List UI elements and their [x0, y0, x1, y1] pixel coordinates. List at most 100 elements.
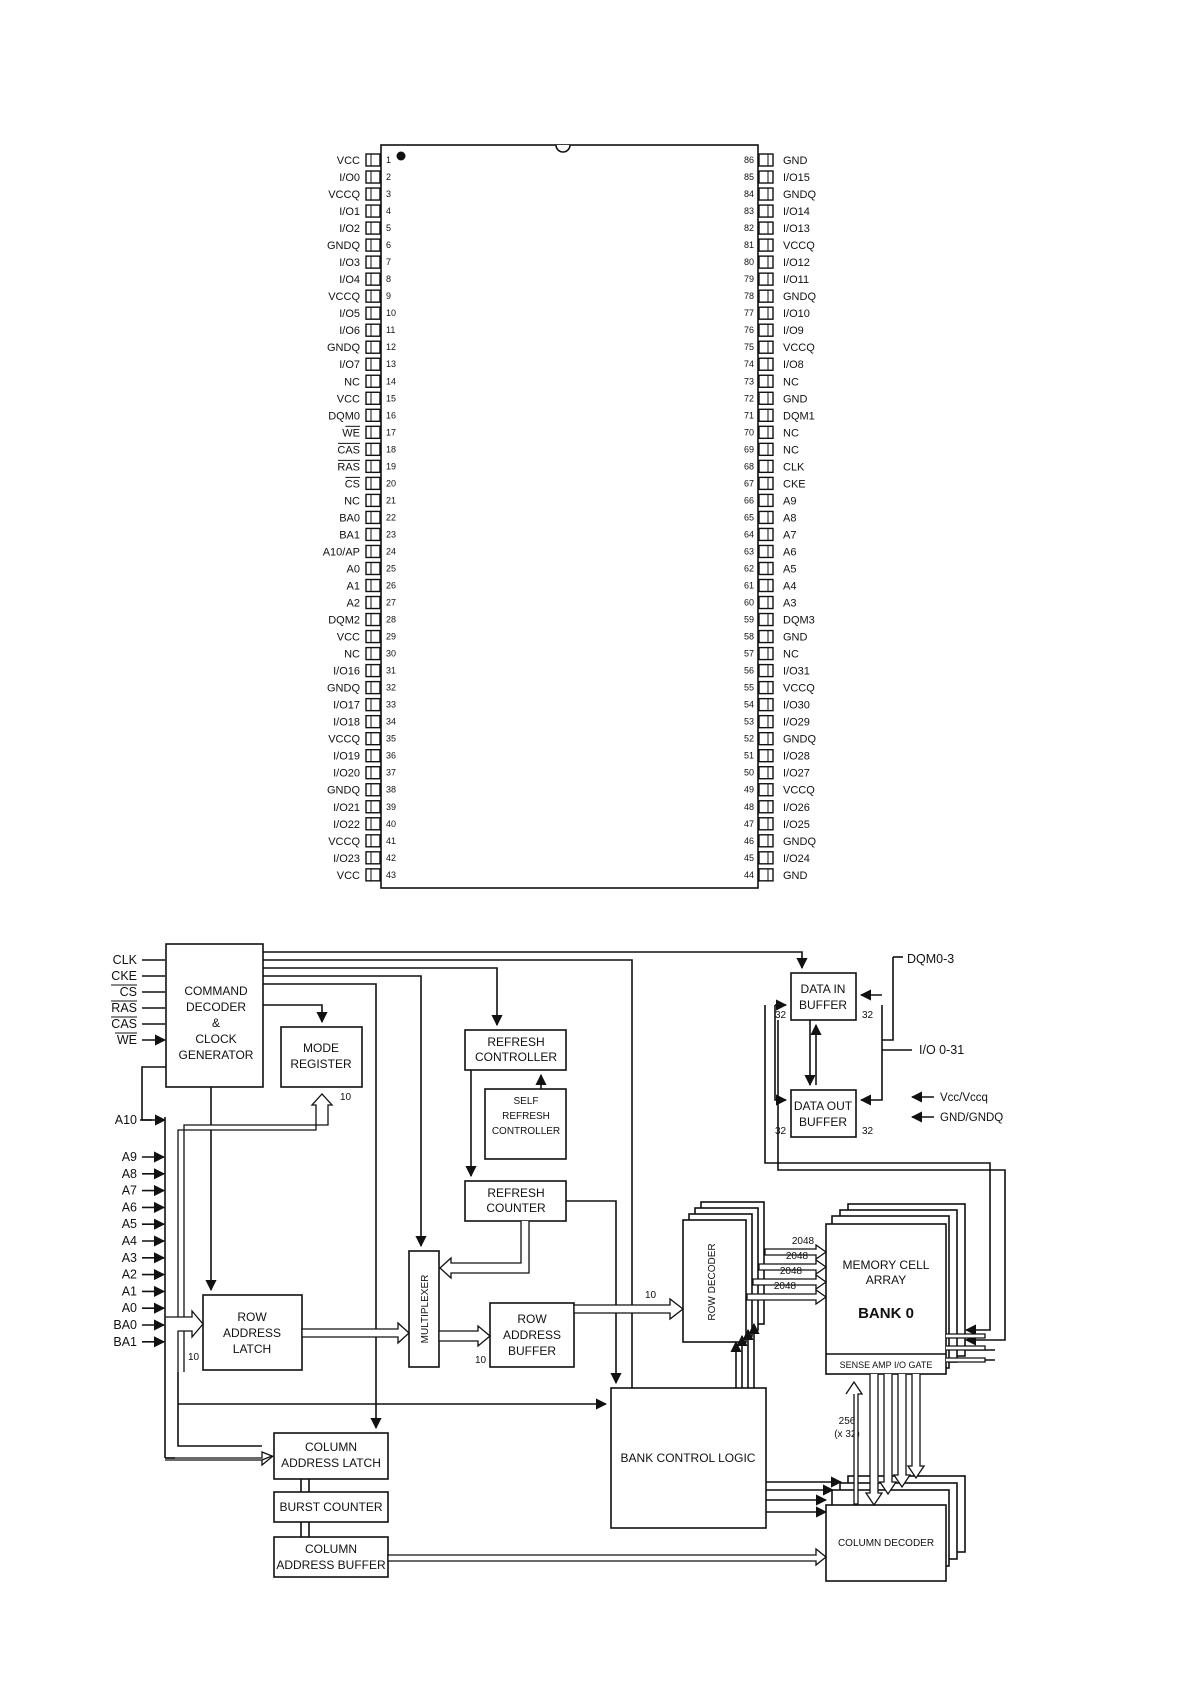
pin-name: A0	[347, 563, 360, 575]
pin-number: 70	[744, 427, 754, 437]
pin-name: I/O22	[333, 819, 360, 831]
pin-pad	[365, 527, 381, 542]
pin-pad	[365, 357, 381, 371]
pin-row-left: 5I/O2	[339, 221, 391, 235]
bus-width-256: 256	[839, 1416, 856, 1427]
address-input: BA1	[113, 1335, 166, 1349]
self-refresh-controller-block	[484, 1088, 567, 1160]
pin-name: I/O19	[333, 751, 360, 763]
pin-pad	[758, 766, 774, 780]
pin-number: 48	[744, 802, 754, 812]
pin-number: 59	[744, 615, 754, 625]
data-out-buffer-block	[790, 1089, 857, 1138]
command-decoder-label-1: COMMAND	[184, 984, 248, 998]
pin-name: VCC	[337, 155, 360, 167]
left-pin-column: 1VCC2I/O03VCCQ4I/O15I/O26GNDQ7I/O38I/O49…	[323, 153, 396, 882]
bus-width-2048-2: 2048	[786, 1251, 809, 1262]
pin-name: A1	[347, 581, 360, 593]
pin-pad	[758, 697, 774, 712]
command-decoder-block	[165, 943, 264, 1088]
memory-cell-array-block	[825, 1223, 947, 1375]
row-decoder-to-array-buses: 2048 2048 2048 2048	[746, 1236, 828, 1306]
pin-name: I/O27	[783, 768, 810, 780]
gnd-label: GND/GNDQ	[940, 1112, 1003, 1124]
mode-register-label-1: MODE	[303, 1041, 339, 1055]
pin-number: 12	[386, 342, 396, 352]
mode-register-label-2: REGISTER	[290, 1057, 352, 1071]
pin-name: CLK	[783, 461, 805, 473]
pin-number: 60	[744, 598, 754, 608]
pin-pad	[365, 629, 381, 644]
pin-number: 57	[744, 649, 754, 659]
pin-name: WE	[342, 427, 360, 439]
pin-name: GNDQ	[327, 785, 360, 797]
pin-pad	[758, 170, 774, 184]
address-input: A3	[122, 1251, 166, 1265]
pin-number: 31	[386, 666, 396, 676]
pin-name: VCCQ	[328, 836, 360, 848]
pin-row-left: 37I/O20	[333, 766, 396, 780]
row-decoder-stack: ROW DECODER	[682, 1201, 765, 1343]
pin-pad	[758, 221, 774, 235]
pin-row-left: 34I/O18	[333, 714, 396, 729]
pin-name: A7	[783, 529, 796, 541]
pin-number: 27	[386, 598, 396, 608]
row-address-buffer-label-3: BUFFER	[508, 1344, 556, 1358]
dqm-label: DQM0-3	[907, 952, 954, 966]
pin-name: I/O17	[333, 700, 360, 712]
pin-name: VCC	[337, 632, 360, 644]
pin-pad	[758, 612, 774, 627]
pin-row-right: 59 DQM3	[744, 612, 815, 627]
pin-name: DQM3	[783, 615, 815, 627]
pin-name: CAS	[337, 444, 360, 456]
pin-number: 21	[386, 495, 396, 505]
pin-pad	[758, 493, 774, 508]
pin-name: I/O26	[783, 802, 810, 814]
pin-name: GND	[783, 870, 808, 882]
pin-pad	[365, 834, 381, 848]
pin-number: 35	[386, 734, 396, 744]
pin-pad	[758, 578, 774, 593]
pin-pad	[365, 391, 381, 405]
pin-name: I/O4	[339, 274, 360, 286]
self-refresh-label-3: CONTROLLER	[492, 1126, 560, 1137]
pin-row-left: 13I/O7	[339, 357, 396, 371]
row-decoder-label: ROW DECODER	[707, 1243, 718, 1320]
column-address-latch-label-1: COLUMN	[305, 1440, 357, 1454]
pin-pad	[758, 561, 774, 576]
data-out-buffer-label-1: DATA OUT	[794, 1099, 853, 1113]
pin-row-left: 8I/O4	[339, 272, 391, 286]
pin-pad	[365, 187, 381, 201]
pin-number: 4	[386, 206, 391, 216]
pin-number: 42	[386, 853, 396, 863]
pin-pad	[758, 680, 774, 695]
pin-number: 82	[744, 223, 754, 233]
pin-pad	[365, 612, 381, 627]
pin-number: 47	[744, 819, 754, 829]
pin-name: CS	[345, 478, 360, 490]
pin-pad	[758, 442, 774, 457]
pin-number: 46	[744, 836, 754, 846]
data-out-buffer-label-2: BUFFER	[799, 1115, 847, 1129]
self-refresh-label-2: REFRESH	[502, 1111, 550, 1122]
pin-name: GND	[783, 155, 808, 167]
pin-number: 7	[386, 257, 391, 267]
row-decoder-block	[682, 1219, 747, 1343]
pin-name: BA0	[339, 512, 360, 524]
bus-width-data-out-right: 32	[862, 1126, 874, 1137]
pin-name: GNDQ	[783, 189, 816, 201]
